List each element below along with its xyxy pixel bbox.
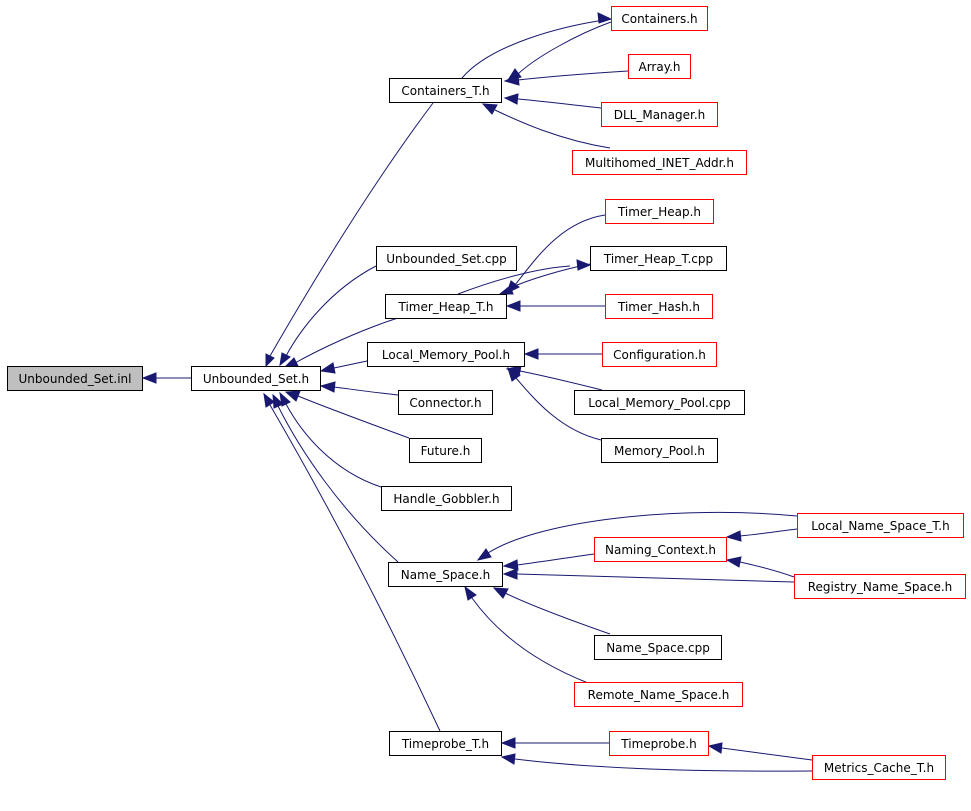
node-timer-heap-t-h[interactable]: Timer_Heap_T.h — [385, 294, 507, 319]
edge-containers_h-to-containers_t-2 — [506, 21, 612, 81]
edge-handle_gobbler-to-uset_h — [279, 391, 382, 488]
node-connector-h[interactable]: Connector.h — [398, 390, 493, 415]
edge-timer_heap_t_cpp-to-timer_heap_t_h-2 — [457, 265, 571, 295]
node-name-space-cpp[interactable]: Name_Space.cpp — [594, 635, 722, 660]
edge-name_space-to-uset_h — [272, 393, 399, 563]
node-unbounded-set-inl: Unbounded_Set.inl — [7, 366, 143, 391]
node-remote-name-space-h[interactable]: Remote_Name_Space.h — [574, 682, 743, 707]
edge-containers_t-to-uset_h — [265, 102, 434, 368]
edge-array_h-to-containers_t — [503, 70, 629, 86]
node-local-name-space-t-h[interactable]: Local_Name_Space_T.h — [797, 513, 964, 538]
edge-metrics_cache_t-to-timeprobe_t — [500, 753, 813, 772]
node-local-memory-pool-h[interactable]: Local_Memory_Pool.h — [367, 342, 525, 367]
edge-dll_manager-to-containers_t — [503, 93, 602, 109]
edge-name_space_cpp-to-name_space — [492, 587, 611, 635]
edge-metrics_cache_t-to-timeprobe_h — [707, 742, 813, 761]
edge-uset_h-to-root — [141, 372, 191, 384]
node-naming-context-h[interactable]: Naming_Context.h — [594, 537, 727, 562]
edge-local_mem_pool-to-uset_h — [319, 360, 368, 374]
node-metrics-cache-t-h[interactable]: Metrics_Cache_T.h — [812, 755, 946, 780]
edge-timer_hash-to-timer_heap_t_h — [505, 300, 605, 312]
edge-configuration-to-local_mem_pool — [523, 348, 602, 360]
node-timeprobe-h[interactable]: Timeprobe.h — [609, 731, 709, 756]
node-timer-heap-h[interactable]: Timer_Heap.h — [605, 199, 714, 224]
edge-remote_name_space-to-name_space — [464, 585, 589, 684]
edge-containers_h-to-containers_t — [461, 12, 613, 79]
edge-local_name_space_t-to-naming_context — [725, 528, 798, 542]
edge-local_mem_pool_cpp-to-local_mem_pool — [505, 365, 603, 391]
edge-naming_context-to-name_space — [502, 553, 595, 571]
edge-future-to-uset_h — [284, 390, 410, 439]
node-timeprobe-t-h[interactable]: Timeprobe_T.h — [389, 731, 502, 756]
node-dll-manager-h[interactable]: DLL_Manager.h — [601, 102, 718, 127]
node-memory-pool-h[interactable]: Memory_Pool.h — [601, 438, 718, 463]
node-containers-h[interactable]: Containers.h — [611, 6, 708, 31]
node-registry-name-space-h[interactable]: Registry_Name_Space.h — [794, 574, 966, 599]
edge-memory_pool-to-local_mem_pool — [507, 366, 602, 441]
node-name-space-h[interactable]: Name_Space.h — [388, 562, 503, 587]
node-configuration-h[interactable]: Configuration.h — [602, 342, 717, 367]
node-timer-hash-h[interactable]: Timer_Hash.h — [605, 294, 713, 319]
node-handle-gobbler-h[interactable]: Handle_Gobbler.h — [381, 486, 512, 511]
edge-timer_heap_t_cpp-to-timer_heap_t_h — [509, 259, 592, 289]
node-multihomed-inet-addr-h[interactable]: Multihomed_INET_Addr.h — [572, 150, 747, 175]
node-timer-heap-t-cpp[interactable]: Timer_Heap_T.cpp — [590, 246, 727, 271]
edge-registry_name_space-to-name_space — [502, 568, 795, 583]
node-unbounded-set-cpp[interactable]: Unbounded_Set.cpp — [376, 246, 517, 271]
edge-timeprobe_h-to-timeprobe_t — [500, 737, 609, 749]
node-array-h[interactable]: Array.h — [628, 54, 691, 79]
node-future-h[interactable]: Future.h — [409, 438, 482, 463]
edge-connector-to-uset_h — [319, 381, 399, 396]
edge-registry_name_space-to-naming_context — [725, 556, 795, 578]
edge-local_name_space_t-to-name_space — [476, 511, 798, 561]
edge-timer_heap_t_h-to-uset_h — [283, 317, 399, 368]
edge-timeprobe_t-to-uset_h — [263, 392, 441, 732]
node-unbounded-set-h[interactable]: Unbounded_Set.h — [191, 366, 321, 391]
node-local-memory-pool-cpp[interactable]: Local_Memory_Pool.cpp — [574, 390, 745, 415]
edge-multihomed-to-containers_t — [481, 103, 611, 149]
node-containers-t-h[interactable]: Containers_T.h — [389, 78, 502, 103]
edge-uset_cpp-to-uset_h — [279, 265, 377, 367]
